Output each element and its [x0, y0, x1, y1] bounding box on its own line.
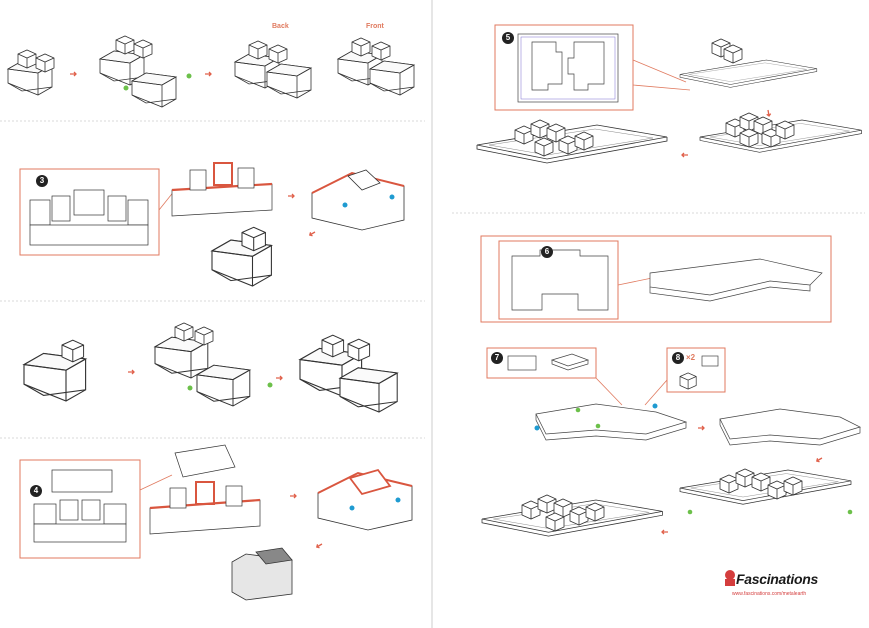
arrow-icon: [661, 529, 669, 535]
step8-callout-box: [666, 347, 726, 393]
row1-building-a: [7, 49, 55, 96]
step-number-5: 5: [502, 32, 514, 44]
step4-roof-part: [174, 444, 236, 478]
label-front: Front: [366, 23, 384, 30]
step6-part-flat: [511, 249, 609, 311]
step-number-8: 8: [672, 352, 684, 364]
callout-line: [632, 84, 691, 91]
row3-building-b: [154, 322, 251, 407]
blue-marker: [342, 202, 348, 208]
row1-building-front: [337, 37, 415, 96]
callout-line: [632, 59, 687, 83]
green-marker: [187, 385, 193, 391]
step6-callout-box: [498, 240, 619, 320]
step7-callout-box: [486, 347, 597, 379]
arrow-icon: [289, 493, 297, 499]
step-number-7: 7: [491, 352, 503, 364]
callout-line: [644, 379, 668, 406]
brand-logo: Fascinations www.fascinations.com/metale…: [722, 567, 832, 607]
step5-result: [476, 119, 668, 164]
step-number-4: 4: [30, 485, 42, 497]
assembly-b: [719, 408, 861, 446]
brand-name: Fascinations: [736, 571, 818, 587]
assembly-a: [535, 403, 688, 441]
step7-part: [507, 355, 537, 371]
arrow-icon: [204, 71, 212, 77]
arrow-icon: [287, 193, 295, 199]
blue-marker: [534, 425, 540, 431]
step8-quantity: ×2: [686, 353, 696, 362]
step6-outer-box: [480, 235, 832, 323]
row3-building-c: [299, 334, 398, 413]
step4-part-flat: [33, 469, 127, 543]
green-marker: [575, 407, 581, 413]
arrow-icon: [127, 369, 135, 375]
green-marker: [687, 509, 693, 515]
row3-building-a: [23, 339, 87, 402]
assembly-c: [679, 468, 852, 505]
callout-line: [595, 377, 623, 406]
final-model: [481, 494, 663, 537]
step5-plate: [679, 59, 818, 88]
step7-part-folded: [550, 353, 590, 371]
step4-callout-box: [19, 459, 141, 559]
callout-line: [617, 277, 653, 286]
green-marker: [847, 509, 853, 515]
step3-callout-box: [19, 168, 160, 256]
arrow-icon: [69, 71, 77, 77]
step5-plate-with-buildings: [699, 112, 862, 153]
step8-part-folded: [679, 372, 697, 390]
step8-part: [701, 355, 719, 367]
arrow-icon: [308, 229, 317, 238]
step4-assembled: [317, 468, 413, 531]
step5-base-plate-flat: [517, 33, 619, 103]
step-number-3: 3: [36, 175, 48, 187]
green-marker: [267, 382, 273, 388]
arrow-icon: [275, 375, 283, 381]
arrow-icon: [315, 541, 324, 550]
step4-part-folding: [149, 481, 261, 535]
blue-marker: [395, 497, 401, 503]
arrow-icon: [681, 152, 689, 158]
brand-mascot-icon: [725, 570, 735, 586]
label-back: Back: [272, 23, 289, 30]
row1-building-back: [234, 40, 312, 99]
green-marker: [595, 423, 601, 429]
green-marker: [123, 85, 129, 91]
arrow-icon: [815, 455, 824, 464]
row1-building-b: [99, 35, 177, 108]
brand-website: www.fascinations.com/metalearth: [732, 591, 807, 597]
step3-result: [211, 226, 272, 287]
callout-line: [139, 474, 173, 491]
blue-marker: [349, 505, 355, 511]
arrow-icon: [765, 109, 772, 117]
step3-part-folding: [171, 162, 273, 217]
step-number-6: 6: [541, 246, 553, 258]
step6-part-folded: [649, 258, 823, 302]
step5-cluster-small: [711, 38, 743, 64]
blue-marker: [652, 403, 658, 409]
step5-callout-box: [494, 24, 634, 111]
green-marker: [186, 73, 192, 79]
blue-marker: [389, 194, 395, 200]
step4-result: [231, 547, 293, 601]
arrow-icon: [697, 425, 705, 431]
step3-assembled: [311, 169, 405, 231]
step3-part-flat: [29, 189, 149, 246]
